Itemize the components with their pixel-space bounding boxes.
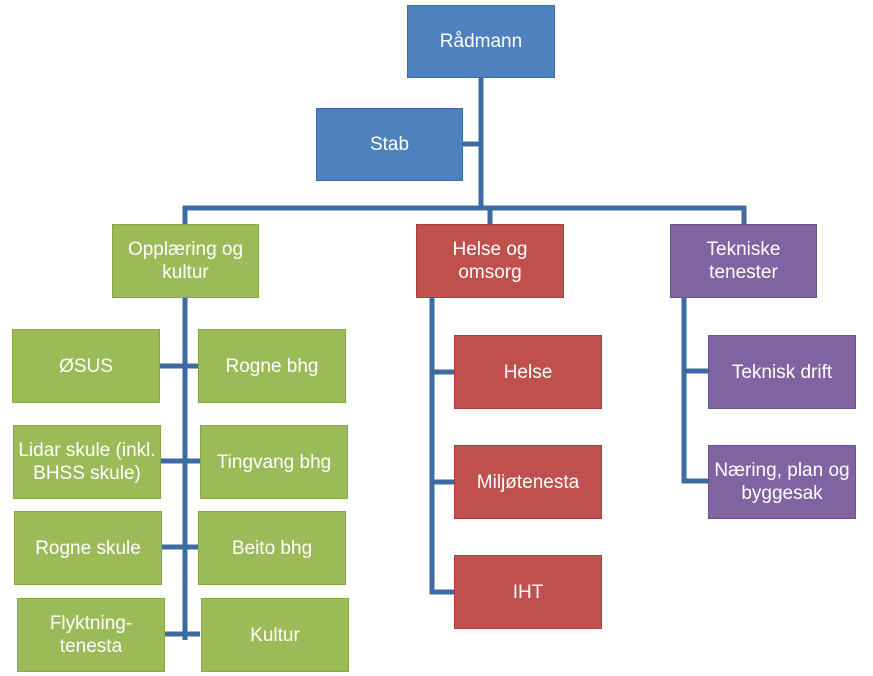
node-beito-bhg: Beito bhg — [198, 511, 346, 585]
node-helse: Helse — [454, 335, 602, 409]
node-tekniske-tenester: Tekniske tenester — [670, 224, 817, 298]
node-flyktningtenesta: Flyktning-tenesta — [17, 598, 165, 672]
node-radmann: Rådmann — [407, 5, 555, 78]
node-opplaering-og-kultur: Opplæring og kultur — [112, 224, 259, 298]
node-rogne-skule: Rogne skule — [14, 511, 162, 585]
node-iht: IHT — [454, 555, 602, 629]
node-miljotenesta: Miljøtenesta — [454, 445, 602, 519]
node-kultur: Kultur — [201, 598, 349, 672]
node-stab: Stab — [316, 108, 463, 181]
node-lidar-skule: Lidar skule (inkl. BHSS skule) — [13, 425, 161, 499]
node-rogne-bhg: Rogne bhg — [198, 329, 346, 403]
node-helse-og-omsorg: Helse og omsorg — [416, 224, 564, 298]
node-tingvang-bhg: Tingvang bhg — [200, 425, 348, 499]
node-osus: ØSUS — [12, 329, 160, 403]
node-teknisk-drift: Teknisk drift — [708, 335, 856, 409]
node-naering-plan-og-byggesak: Næring, plan og byggesak — [708, 445, 856, 519]
